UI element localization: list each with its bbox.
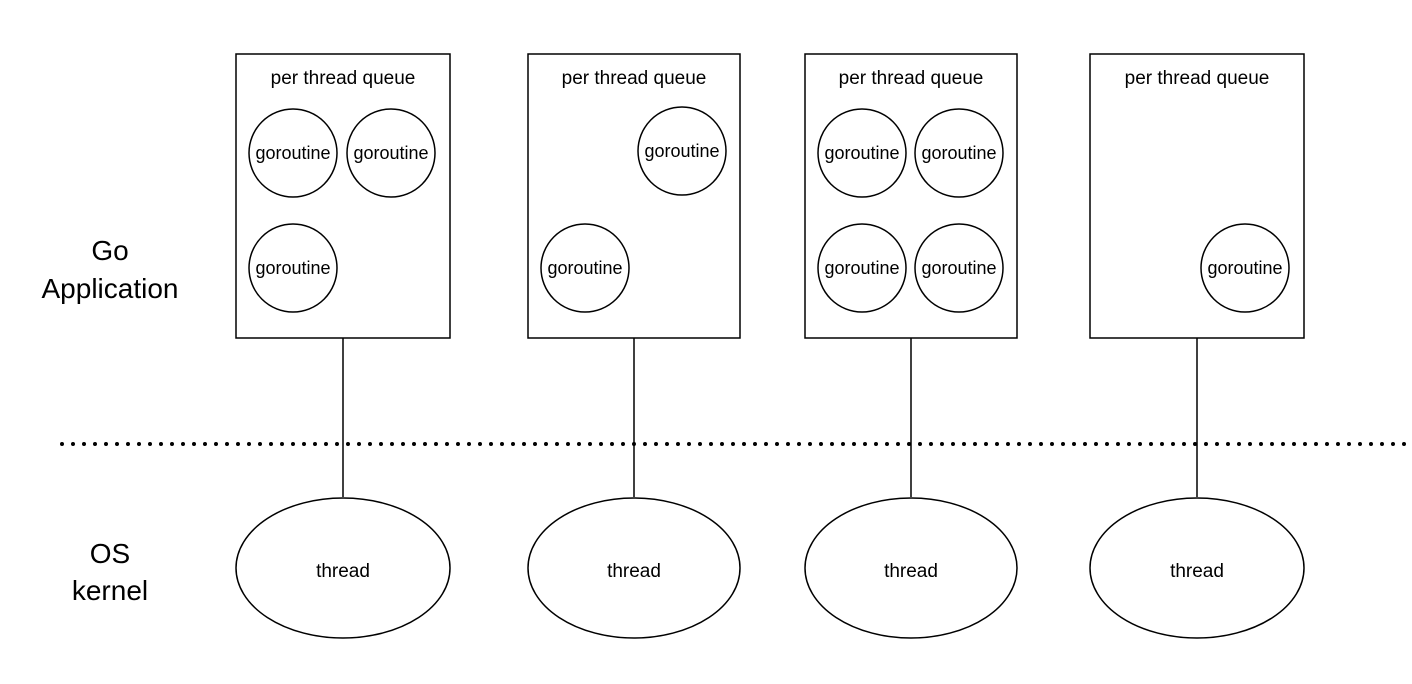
thread-queue: per thread queue goroutine — [1089, 53, 1305, 339]
goroutine-label: goroutine — [547, 258, 622, 278]
goroutine-label: goroutine — [255, 143, 330, 163]
goroutine-circle — [637, 106, 727, 196]
queue-title: per thread queue — [839, 68, 984, 89]
thread-queue: per thread queue goroutine goroutine — [527, 53, 741, 339]
queue-title: per thread queue — [1125, 68, 1270, 89]
os-thread-ellipse — [1089, 497, 1305, 639]
kernel-layer-label-line1: OS — [90, 538, 130, 569]
os-thread-label: thread — [1170, 561, 1224, 582]
goroutine-label: goroutine — [353, 143, 428, 163]
goroutine-circle — [817, 108, 907, 198]
goroutine-label: goroutine — [921, 143, 996, 163]
thread-queue: per thread queue goroutine goroutine gor… — [235, 53, 451, 339]
os-thread-label: thread — [316, 561, 370, 582]
thread-queue: per thread queue goroutine goroutine gor… — [804, 53, 1018, 339]
goroutine-label: goroutine — [1207, 258, 1282, 278]
goroutine-label: goroutine — [824, 258, 899, 278]
application-layer-label-line2: Application — [42, 273, 179, 304]
goroutine-label: goroutine — [921, 258, 996, 278]
application-layer-label-line1: Go — [91, 235, 128, 266]
os-thread-ellipse — [235, 497, 451, 639]
goroutine-circle — [248, 223, 338, 313]
os-thread-label: thread — [884, 561, 938, 582]
queue-title: per thread queue — [271, 68, 416, 89]
goroutine-circle — [346, 108, 436, 198]
goroutine-circle — [914, 223, 1004, 313]
goroutine-label: goroutine — [824, 143, 899, 163]
os-thread-ellipse — [804, 497, 1018, 639]
goroutine-label: goroutine — [255, 258, 330, 278]
goroutine-circle — [1200, 223, 1290, 313]
goroutine-circle — [248, 108, 338, 198]
goroutine-circle — [817, 223, 907, 313]
kernel-layer-label-line2: kernel — [72, 575, 148, 606]
queue-title: per thread queue — [562, 68, 707, 89]
os-thread-ellipse — [527, 497, 741, 639]
goroutine-label: goroutine — [644, 141, 719, 161]
goroutine-circle — [540, 223, 630, 313]
os-thread-label: thread — [607, 561, 661, 582]
goroutine-circle — [914, 108, 1004, 198]
